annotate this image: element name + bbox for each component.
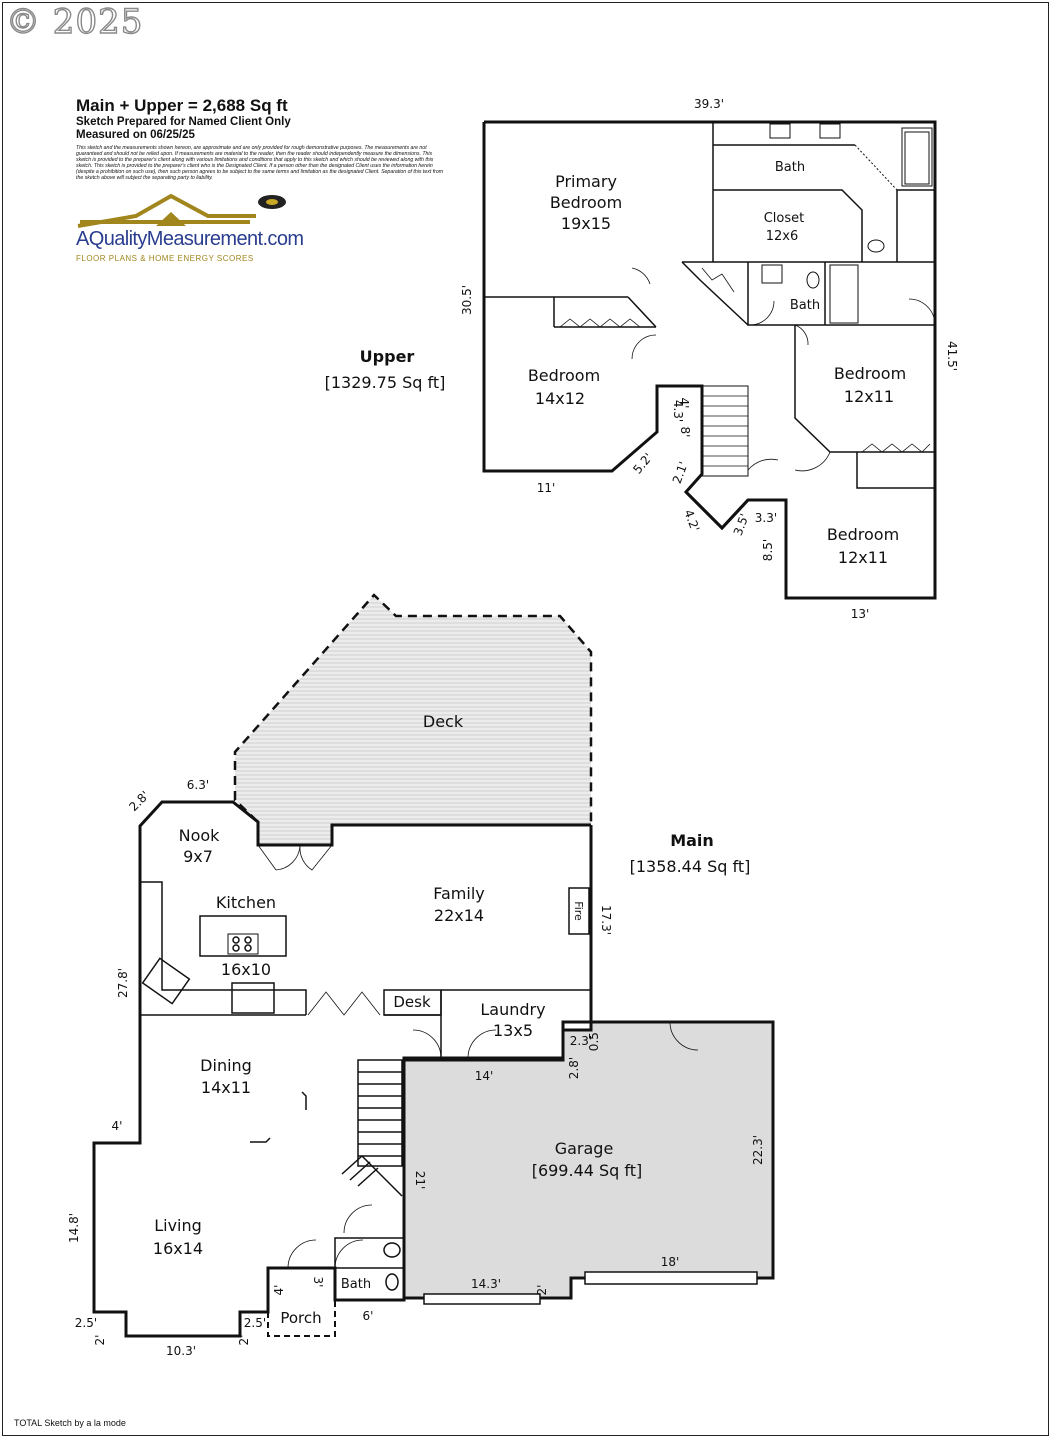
main-floor-name: Main — [670, 831, 714, 850]
deck-area — [233, 593, 593, 847]
dim-main-9: 22.3' — [751, 1135, 765, 1165]
room-porch: Porch — [280, 1309, 321, 1327]
dim-main-20: 6' — [363, 1309, 374, 1323]
house-logo-icon — [77, 193, 286, 228]
room-family-line1: Family — [433, 884, 484, 903]
room-dining-line2: 14x11 — [201, 1078, 251, 1097]
room-nook-line1: Nook — [179, 826, 221, 845]
dim-main-8: 4' — [112, 1119, 123, 1133]
dim-upper-3: 11' — [537, 481, 556, 495]
dim-main-22: 3' — [311, 1277, 325, 1288]
room-primary-line3: 19x15 — [561, 214, 611, 233]
dim-upper-2: 41.5' — [945, 341, 959, 371]
room-nook-line2: 9x7 — [183, 847, 213, 866]
dim-main-11: 14.8' — [67, 1213, 81, 1243]
room-desk: Desk — [393, 993, 431, 1011]
room-laundry-line2: 13x5 — [493, 1021, 533, 1040]
room-living-line1: Living — [154, 1216, 202, 1235]
logo-tagline: FLOOR PLANS & HOME ENERGY SCORES — [76, 254, 254, 263]
upper-floor-name: Upper — [360, 347, 415, 366]
main-outer-wall — [92, 800, 593, 1338]
room-closet-line2: 12x6 — [766, 229, 799, 244]
room-garage-line2: [699.44 Sq ft] — [532, 1161, 643, 1180]
dim-main-2: 17.3' — [599, 905, 613, 935]
room-family-line2: 22x14 — [434, 906, 484, 925]
room-bed3-line1: Bedroom — [834, 364, 906, 383]
room-deck: Deck — [423, 712, 464, 731]
dim-main-19: 2' — [237, 1335, 251, 1346]
total-area-title: Main + Upper = 2,688 Sq ft — [76, 96, 288, 115]
dim-main-7: 14' — [475, 1069, 494, 1083]
room-bed2-line2: 14x12 — [535, 389, 585, 408]
main-floor — [92, 593, 775, 1338]
room-primary-line2: Bedroom — [550, 193, 622, 212]
dim-main-5: 2.3' — [570, 1034, 592, 1048]
dim-upper-1: 30.5' — [460, 285, 474, 315]
disclaimer-text: This sketch and the measurements shown h… — [76, 145, 444, 181]
room-closet-line1: Closet — [764, 211, 805, 226]
sketch-header: Main + Upper = 2,688 Sq ft Sketch Prepar… — [76, 96, 456, 181]
room-bed4-line2: 12x11 — [838, 548, 888, 567]
dim-upper-12: 8.5' — [761, 539, 775, 561]
measure-date: Measured on 06/25/25 — [76, 129, 195, 141]
dim-main-1: 2.8' — [126, 788, 152, 814]
room-bath1: Bath — [775, 160, 805, 175]
fireplace-label: Fire — [572, 901, 585, 921]
room-dining-line1: Dining — [200, 1056, 252, 1075]
dim-main-21: 4' — [272, 1285, 286, 1296]
dim-main-6: 2.8' — [567, 1057, 581, 1079]
dim-upper-13: 13' — [851, 607, 870, 621]
dim-main-4: 0.5' — [587, 1029, 601, 1051]
dim-main-12: 18' — [661, 1255, 680, 1269]
room-primary-line1: Primary — [555, 172, 617, 191]
dim-upper-6: 4.3' — [671, 400, 685, 422]
room-bed2-line1: Bedroom — [528, 366, 600, 385]
room-kitchen: Kitchen — [216, 893, 276, 912]
client-note: Sketch Prepared for Named Client Only — [76, 116, 291, 128]
room-garage-line1: Garage — [555, 1139, 614, 1158]
room-living-line2: 16x14 — [153, 1239, 203, 1258]
company-logo: AQualityMeasurement.com FLOOR PLANS & HO… — [76, 190, 304, 272]
upper-floor-area: [1329.75 Sq ft] — [325, 373, 446, 392]
dim-upper-5: 4' — [677, 398, 691, 409]
dim-main-3: 27.8' — [116, 968, 130, 998]
footer-credit: TOTAL Sketch by a la mode — [14, 1418, 126, 1428]
dim-main-0: 6.3' — [187, 778, 209, 792]
dim-upper-11: 3.3' — [755, 511, 777, 525]
garage-area — [402, 1020, 775, 1300]
dim-upper-8: 2.1' — [670, 460, 691, 486]
dim-main-18: 2.5' — [244, 1316, 266, 1330]
room-bed4-line1: Bedroom — [827, 525, 899, 544]
dim-main-17: 10.3' — [166, 1344, 196, 1358]
dim-main-14: 2' — [535, 1285, 549, 1296]
room-bath2: Bath — [790, 298, 820, 313]
dim-upper-9: 4.2' — [681, 508, 702, 534]
dim-main-13: 14.3' — [471, 1277, 501, 1291]
dim-upper-4: 5.2' — [630, 450, 655, 476]
room-bed3-line2: 12x11 — [844, 387, 894, 406]
dim-main-10: 21' — [413, 1171, 427, 1190]
dim-main-16: 2' — [93, 1335, 107, 1346]
dim-upper-0: 39.3' — [694, 97, 724, 111]
dim-main-15: 2.5' — [75, 1316, 97, 1330]
main-floor-area: [1358.44 Sq ft] — [630, 857, 751, 876]
room-laundry-line1: Laundry — [480, 1000, 545, 1019]
upper-floor — [482, 120, 937, 600]
room-kitchen-dim: 16x10 — [221, 960, 271, 979]
logo-wordmark: AQualityMeasurement.com — [76, 228, 304, 250]
copyright-watermark: © 2025 — [5, 1, 144, 42]
dim-upper-7: 8' — [678, 427, 692, 438]
room-bath: Bath — [341, 1277, 371, 1292]
